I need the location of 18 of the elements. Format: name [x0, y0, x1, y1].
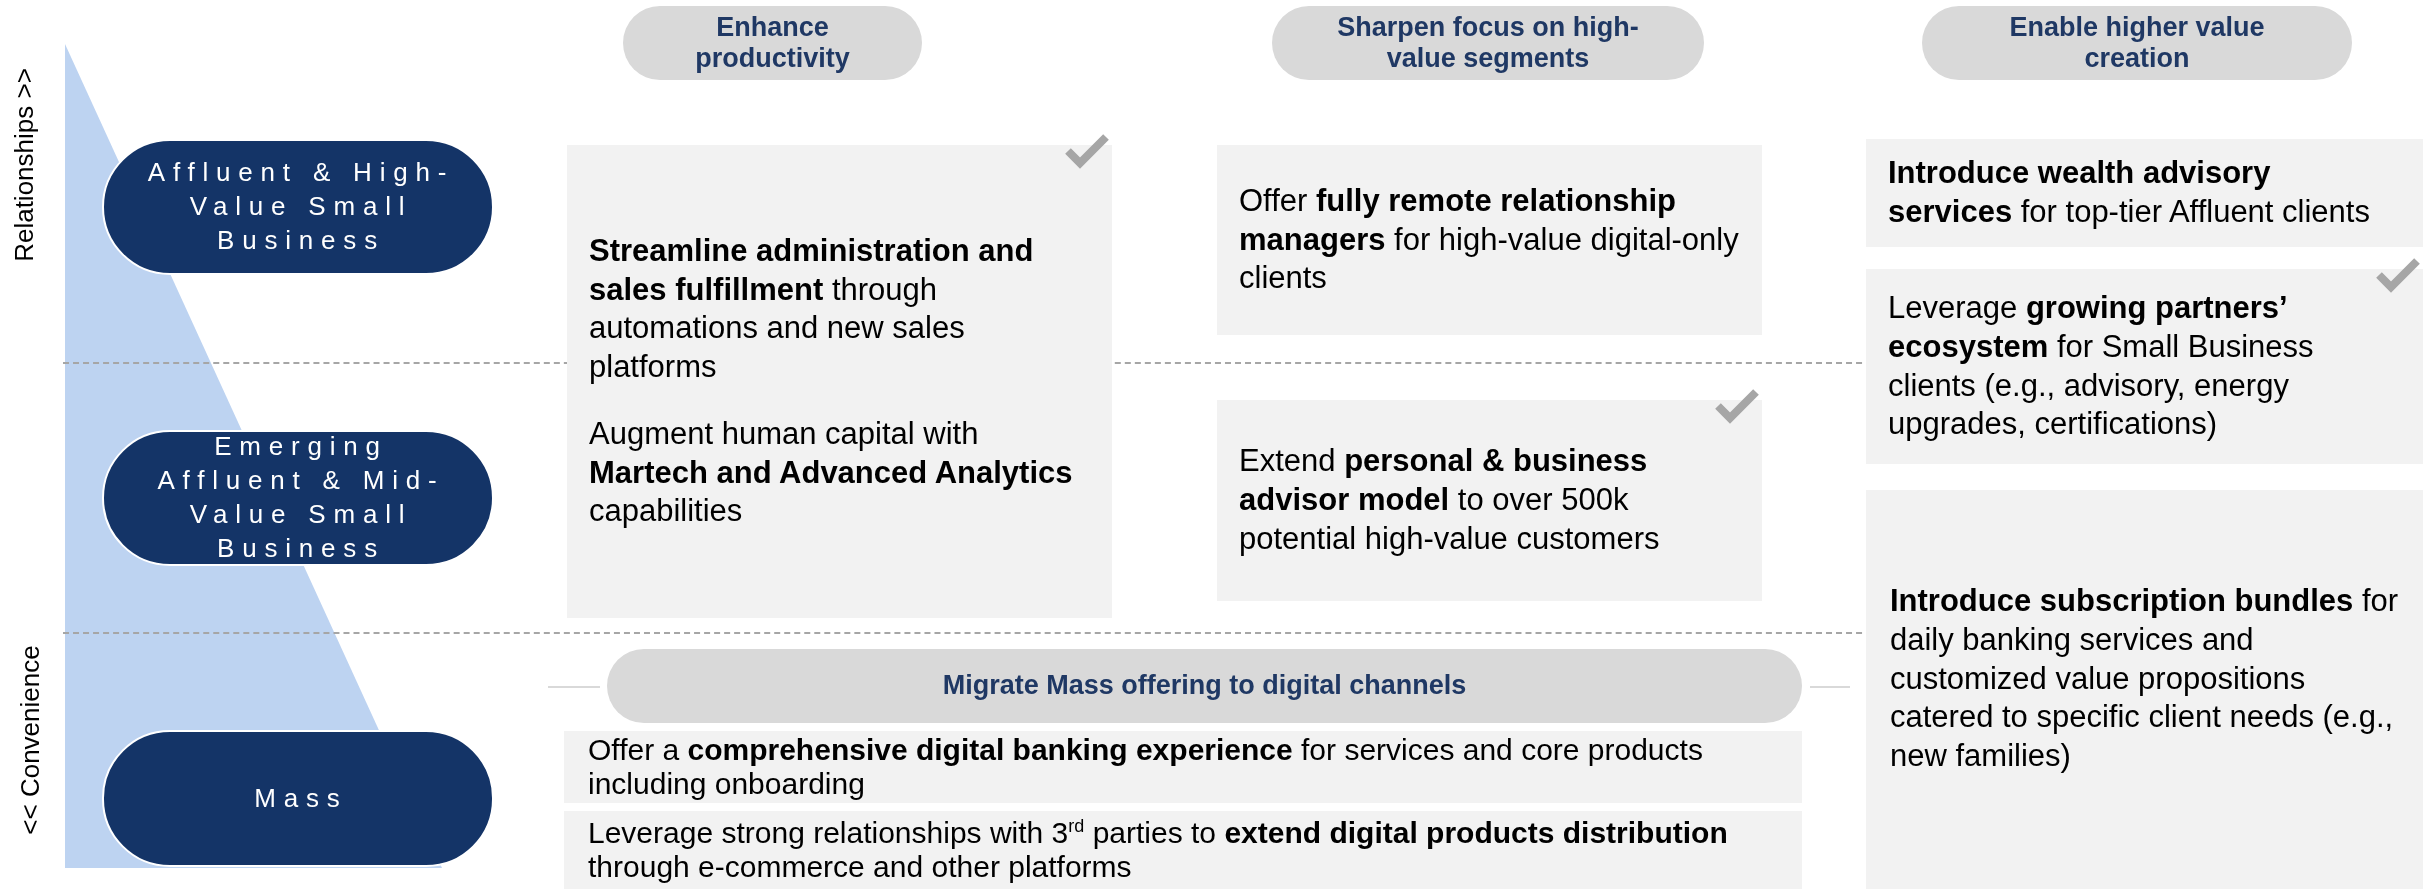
initiative-text: Leverage strong relationships with 3$^{rd}$ parties to extend digital products distribution through e-commerce and other platforms	[588, 815, 1729, 885]
initiative-text: Affluent & High-Value Small Business	[146, 156, 456, 257]
initiative-text: Introduce wealth advisory services for top-tier Affluent clients	[1888, 154, 2371, 231]
initiative-text: Enhance productivity	[694, 11, 851, 75]
initiative-text: Offer fully remote relationship managers for high-value digital-only clients	[1239, 181, 1740, 298]
initiative-text: Sharpen focus on high-value segments	[1336, 11, 1640, 75]
initiative-text: Emerging Affluent & Mid-Value Small Business	[156, 430, 446, 565]
initiative-text: Leverage growing partners’ ecosystem for Small Business clients (e.g., advisory, energy upgrades, certifications)	[1888, 289, 2315, 444]
initiative-text: Mass	[254, 781, 348, 815]
axis-label: << Convenience	[17, 644, 43, 837]
initiative-text: Enable higher value creation	[2008, 11, 2266, 75]
initiative-text: Introduce subscription bundles for daily banking services and customized value propositions catered to specific client needs (e.g., new families)	[1890, 582, 2399, 775]
initiative-text: Extend personal & business advisor model to over 500k potential high-value customers	[1239, 442, 1661, 558]
initiative-text: Migrate Mass offering to digital channels	[942, 670, 1467, 702]
initiative-text: Offer a comprehensive digital banking experience for services and core products including onboarding	[588, 732, 1704, 802]
initiative-text: Augment human capital with Martech and Advanced Analytics capabilities	[589, 414, 1074, 531]
axis-label: Relationships >>	[11, 67, 37, 264]
initiative-text: Streamline administration and sales fulfillment through automations and new sales platforms	[589, 231, 1035, 387]
